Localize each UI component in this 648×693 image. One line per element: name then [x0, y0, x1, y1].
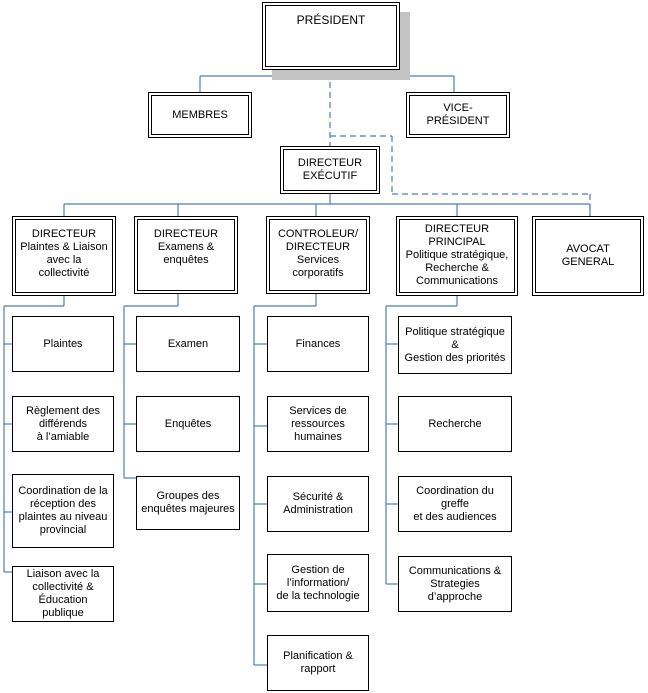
unit-label: Finances	[295, 337, 341, 350]
director-label: CONTROLEUR/ DIRECTEUR Services corporati…	[277, 228, 359, 279]
unit-box: Enquêtes	[136, 396, 240, 452]
unit-label: Examen	[167, 337, 209, 350]
unit-box: Examen	[136, 316, 240, 372]
director-box: DIRECTEUR Plaintes & Liaison avec la col…	[12, 216, 116, 296]
unit-box: Planification & rapport	[267, 635, 369, 691]
director-box: CONTROLEUR/ DIRECTEUR Services corporati…	[266, 216, 370, 294]
membres-label: MEMBRES	[172, 108, 228, 121]
unit-box: Règlement des différends à l’amiable	[12, 396, 114, 452]
unit-box: Coordination de la réception des plainte…	[12, 474, 114, 548]
membres-box: MEMBRES	[148, 92, 252, 138]
unit-label: Recherche	[428, 417, 482, 430]
unit-box: Coordination du greffe et des audiences	[398, 476, 512, 532]
unit-box: Liaison avec la collectivité & Éducation…	[12, 566, 114, 622]
director-label: DIRECTEUR PRINCIPAL Politique stratégiqu…	[405, 222, 509, 287]
director-box: DIRECTEUR Examens & enquêtes	[134, 216, 238, 294]
directeur-executif-label: DIRECTEUR EXÉCUTIF	[297, 157, 363, 182]
president-box: PRÉSIDENT	[262, 2, 400, 70]
unit-box: Groupes des enquêtes majeures	[136, 476, 240, 530]
unit-label: Coordination de la réception des plainte…	[18, 485, 108, 536]
director-box: AVOCAT GENERAL	[532, 216, 644, 296]
director-label: DIRECTEUR Examens & enquêtes	[153, 228, 219, 266]
unit-box: Politique stratégique & Gestion des prio…	[398, 316, 512, 374]
unit-label: Services de ressources humaines	[289, 404, 347, 443]
unit-label: Politique stratégique & Gestion des prio…	[404, 325, 506, 364]
unit-label: Règlement des différends à l’amiable	[26, 404, 100, 443]
unit-box: Services de ressources humaines	[267, 396, 369, 452]
unit-label: Planification & rapport	[283, 650, 353, 675]
unit-box: Gestion de l’information/ de la technolo…	[267, 554, 369, 612]
unit-box: Communications & Strategies d’approche	[398, 556, 512, 612]
unit-label: Liaison avec la collectivité & Éducation…	[26, 568, 100, 619]
directeur-executif-box: DIRECTEUR EXÉCUTIF	[280, 146, 380, 194]
unit-box: Plaintes	[12, 316, 114, 372]
unit-label: Gestion de l’information/ de la technolo…	[276, 563, 360, 602]
unit-label: Communications & Strategies d’approche	[408, 564, 502, 603]
unit-label: Coordination du greffe et des audiences	[413, 484, 497, 523]
unit-label: Sécurité & Administration	[283, 491, 353, 516]
director-box: DIRECTEUR PRINCIPAL Politique stratégiqu…	[396, 216, 518, 296]
director-label: DIRECTEUR Plaintes & Liaison avec la col…	[20, 228, 108, 279]
vice-president-box: VICE-PRÉSIDENT	[406, 92, 510, 138]
unit-label: Groupes des enquêtes majeures	[141, 490, 235, 515]
unit-label: Plaintes	[43, 337, 83, 350]
director-label: AVOCAT GENERAL	[561, 243, 615, 268]
unit-box: Recherche	[398, 396, 512, 452]
unit-box: Finances	[267, 316, 369, 372]
president-label: PRÉSIDENT	[296, 13, 366, 27]
unit-box: Sécurité & Administration	[267, 476, 369, 532]
unit-label: Enquêtes	[164, 417, 212, 430]
vice-president-label: VICE-PRÉSIDENT	[426, 102, 490, 127]
